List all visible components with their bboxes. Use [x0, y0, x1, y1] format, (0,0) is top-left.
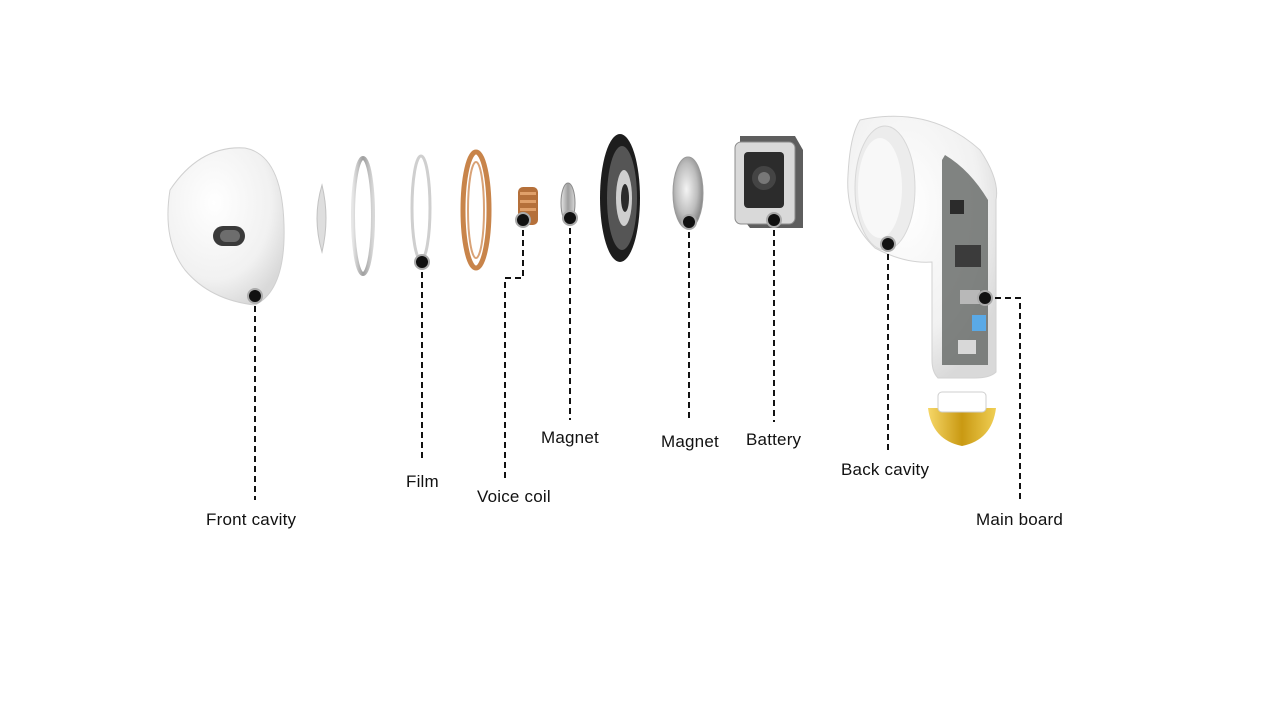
label-front-cavity: Front cavity: [206, 510, 296, 530]
label-film: Film: [406, 472, 439, 492]
ring-part: [353, 158, 373, 274]
dot-magnet-1: [563, 211, 577, 225]
copper-ring-inner: [468, 162, 484, 258]
lens-part: [317, 185, 326, 252]
dot-back-cavity: [881, 237, 895, 251]
dot-voice-coil: [516, 213, 530, 227]
film-part: [412, 156, 430, 260]
gold-cap-part: [928, 392, 996, 446]
speaker-basket-part: [600, 134, 640, 262]
label-magnet-1: Magnet: [541, 428, 599, 448]
label-main-board: Main board: [976, 510, 1063, 530]
leader-voice-coil: [505, 220, 523, 480]
label-magnet-2: Magnet: [661, 432, 719, 452]
dot-front-cavity: [248, 289, 262, 303]
dot-film: [415, 255, 429, 269]
label-voice-coil: Voice coil: [477, 487, 551, 507]
front-cavity-part: [168, 148, 284, 305]
label-battery: Battery: [746, 430, 801, 450]
dot-main-board: [978, 291, 992, 305]
label-back-cavity: Back cavity: [841, 460, 929, 480]
dot-battery: [767, 213, 781, 227]
dot-magnet-2: [682, 215, 696, 229]
copper-ring-part: [463, 152, 489, 268]
